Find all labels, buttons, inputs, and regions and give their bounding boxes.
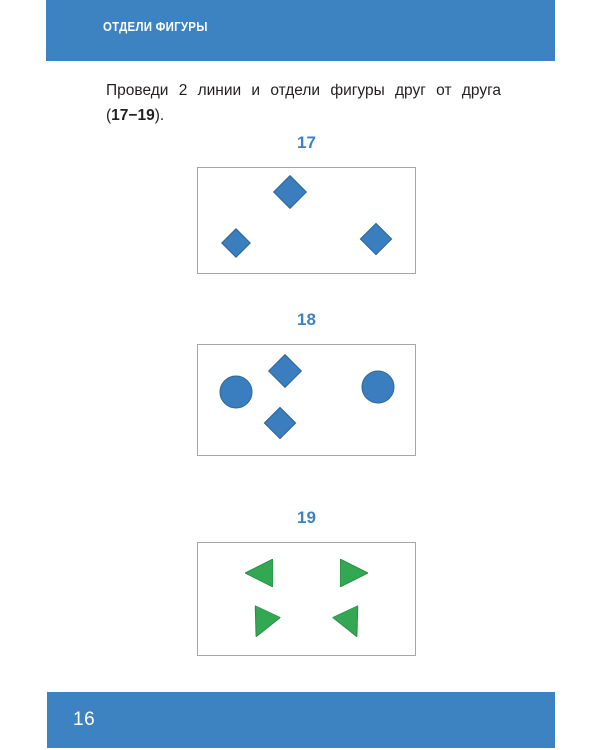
shape-diamond (267, 354, 302, 389)
shape-diamond (273, 175, 308, 210)
exercise-number-label: 19 (297, 508, 316, 527)
instruction-text: Проведи 2 линии и отдели фигуры друг от … (106, 78, 501, 128)
shape-diamond (359, 223, 393, 256)
page-number: 16 (73, 709, 96, 730)
exercise-18: 18 (197, 310, 416, 456)
exercise-19: 19 (197, 508, 416, 656)
shape-diamond (264, 406, 297, 440)
page-header-title: ОТДЕЛИ ФИГУРЫ (103, 19, 208, 34)
instruction-text-after: ). (154, 107, 165, 124)
shape-diamond (221, 227, 251, 258)
exercise-figure-box[interactable] (197, 542, 416, 656)
exercise-17: 17 (197, 133, 416, 274)
page-header-bar: ОТДЕЛИ ФИГУРЫ (46, 0, 555, 61)
shape-circle (219, 375, 253, 409)
shape-triangle-right (243, 605, 281, 642)
exercise-number-label: 17 (297, 133, 316, 152)
instruction-text-before: Проведи 2 линии и отдели фигуры друг от … (106, 82, 501, 124)
instruction-range: 17−19 (111, 107, 155, 124)
exercise-number-label: 18 (297, 310, 316, 329)
page-footer-bar: 16 (47, 692, 555, 748)
shape-circle (361, 370, 395, 404)
exercise-figure-box[interactable] (197, 344, 416, 456)
shape-triangle-left (332, 605, 369, 642)
exercise-figure-box[interactable] (197, 167, 416, 274)
shape-triangle-right (340, 559, 369, 588)
shape-triangle-left (244, 559, 273, 588)
